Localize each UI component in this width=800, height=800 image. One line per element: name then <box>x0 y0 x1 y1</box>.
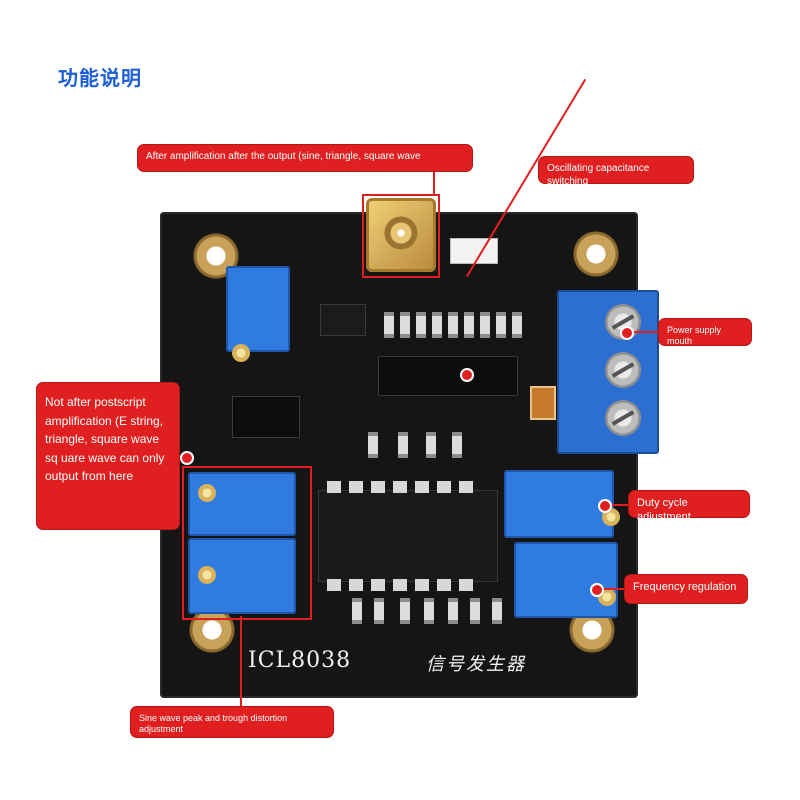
smd-capacitor <box>400 312 410 338</box>
smd-capacitor <box>496 312 506 338</box>
highlight-sma <box>362 194 440 278</box>
smd-capacitor <box>432 312 442 338</box>
callout-power-supply: Power supply mouth <box>658 318 752 346</box>
board-product-label: 信号发生器 <box>426 654 526 675</box>
board-model-label: ICL8038 <box>248 648 352 673</box>
smd-capacitor <box>416 312 426 338</box>
smd-capacitor <box>448 598 458 624</box>
callout-not-amplified: Not after postscript amplification (E st… <box>36 382 180 530</box>
sine-distortion-potentiometer-upper[interactable] <box>188 472 296 536</box>
connector-line-frequency <box>598 588 624 590</box>
connector-line-sine-vertical <box>240 616 242 708</box>
smd-capacitor <box>448 312 458 338</box>
smd-capacitor <box>470 598 480 624</box>
pointer-dot-frequency <box>590 583 604 597</box>
callout-frequency: Frequency regulation <box>624 574 748 604</box>
output-select-jumper <box>232 396 300 438</box>
smd-capacitor <box>384 312 394 338</box>
callout-oscillating-capacitance: Oscillating capacitance switching <box>538 156 694 187</box>
op-amp-ic <box>320 304 366 336</box>
connector-line-output <box>433 172 435 196</box>
pointer-dot-duty <box>598 499 612 513</box>
power-terminal-block <box>557 290 659 454</box>
callout-output-amplified: After amplification after the output (si… <box>137 144 473 172</box>
smd-capacitor <box>368 432 378 458</box>
gain-trimmer-potentiometer[interactable] <box>226 266 290 362</box>
smd-capacitor <box>374 598 384 624</box>
icl8038-chip <box>318 481 498 591</box>
smd-capacitor <box>426 432 436 458</box>
tantalum-capacitor <box>530 386 556 420</box>
pointer-dot-not-amplified <box>180 451 194 465</box>
callout-sine-distortion: Sine wave peak and trough distortion adj… <box>130 706 334 738</box>
smd-capacitor <box>424 598 434 624</box>
smd-capacitor <box>492 598 502 624</box>
sine-distortion-potentiometer-lower[interactable] <box>188 538 296 614</box>
pointer-dot-power <box>620 326 634 340</box>
smd-capacitor <box>352 598 362 624</box>
connector-line-duty <box>606 504 628 506</box>
mounting-hole-top-right <box>570 228 622 280</box>
smd-capacitor <box>480 312 490 338</box>
callout-duty-cycle: Duty cycle adjustment <box>628 490 750 523</box>
smd-capacitor <box>452 432 462 458</box>
pointer-dot-capacitance <box>460 368 474 382</box>
smd-capacitor <box>400 598 410 624</box>
connector-line-power <box>628 331 658 333</box>
sma-output-connector <box>366 198 436 272</box>
page-title: 功能说明 <box>58 66 142 90</box>
smd-capacitor <box>512 312 522 338</box>
smd-capacitor <box>398 432 408 458</box>
smd-capacitor <box>464 312 474 338</box>
capacitance-switch-header <box>378 356 518 396</box>
highlight-sine-potentiometers <box>182 466 312 620</box>
frequency-potentiometer[interactable] <box>514 542 618 618</box>
